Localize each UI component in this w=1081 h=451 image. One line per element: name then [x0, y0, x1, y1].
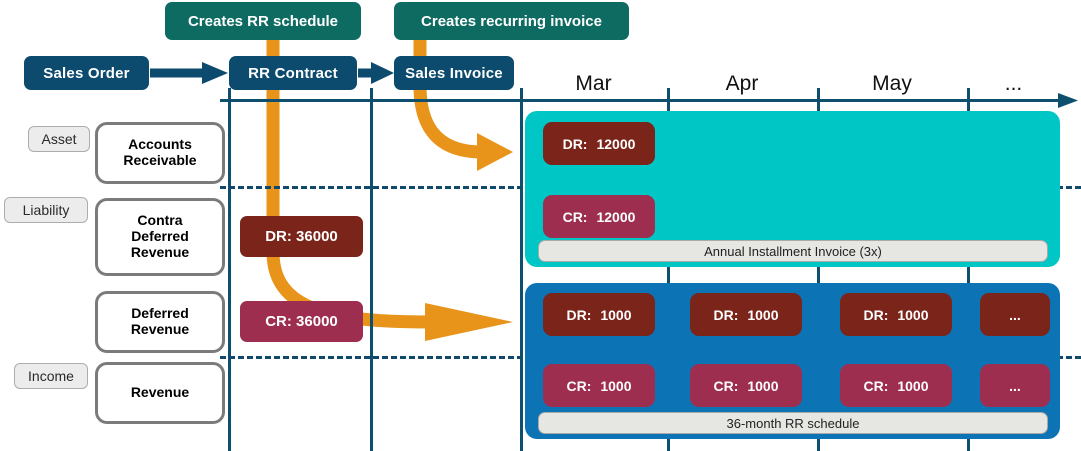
schedule-debit-value: ... — [1009, 306, 1021, 323]
schedule-panel-caption: 36-month RR schedule — [538, 412, 1048, 434]
account-label: Revenue — [130, 384, 190, 401]
month-label-mar: Mar — [520, 66, 667, 96]
schedule-credit-label: CR: — [713, 377, 739, 394]
account-box-revenue[interactable]: Revenue — [95, 362, 225, 424]
schedule-credit-label: CR: — [566, 377, 592, 394]
contract-debit-text: DR: 36000 — [265, 228, 338, 245]
schedule-debit-label: DR: — [713, 306, 739, 323]
contract-credit-text: CR: 36000 — [265, 313, 338, 330]
schedule-debit-value: 1000 — [747, 306, 779, 323]
account-label: Contra Deferred Revenue — [130, 212, 190, 260]
schedule-debit-label: DR: — [566, 306, 592, 323]
invoice-credit-chip-mar: CR: 12000 — [543, 195, 655, 238]
month-label-more: ... — [967, 66, 1060, 96]
flow-node-label: RR Contract — [248, 64, 338, 82]
flow-node-rr-contract[interactable]: RR Contract — [229, 56, 357, 90]
gridline-more-start — [967, 88, 970, 451]
schedule-credit-value: 1000 — [600, 377, 632, 394]
invoice-credit-label: CR: — [562, 208, 588, 225]
invoice-debit-value: 12000 — [596, 135, 636, 152]
gridline-may-start — [817, 88, 820, 451]
schedule-credit-chip-mar: CR: 1000 — [543, 364, 655, 407]
schedule-debit-chip-mar: DR: 1000 — [543, 293, 655, 336]
schedule-debit-value: 1000 — [897, 306, 929, 323]
flow-node-label: Sales Invoice — [405, 64, 503, 82]
gridline-contract — [228, 88, 231, 451]
category-label: Income — [28, 368, 74, 384]
schedule-credit-value: 1000 — [747, 377, 779, 394]
schedule-credit-chip-apr: CR: 1000 — [690, 364, 802, 407]
account-box-contra-deferred-revenue[interactable]: Contra Deferred Revenue — [95, 198, 225, 276]
contract-debit-chip: DR: 36000 — [240, 216, 363, 257]
invoice-caption-text: Annual Installment Invoice (3x) — [704, 243, 882, 259]
flow-node-sales-invoice[interactable]: Sales Invoice — [394, 56, 514, 90]
month-text: ... — [1004, 72, 1023, 95]
schedule-credit-chip-more: ... — [980, 364, 1050, 407]
schedule-debit-label: DR: — [863, 306, 889, 323]
callout-creates-rr-schedule: Creates RR schedule — [165, 2, 361, 40]
category-pill-asset: Asset — [28, 126, 90, 152]
invoice-panel-caption: Annual Installment Invoice (3x) — [538, 240, 1048, 262]
invoice-credit-value: 12000 — [596, 208, 636, 225]
schedule-credit-value: ... — [1009, 377, 1021, 394]
timeline-axis — [220, 99, 1060, 102]
month-label-may: May — [817, 66, 967, 96]
gridline-invoice — [370, 88, 373, 451]
month-text: Mar — [575, 72, 612, 95]
gridline-mar-start — [520, 88, 523, 451]
gridline-apr-start — [667, 88, 670, 451]
schedule-debit-chip-may: DR: 1000 — [840, 293, 952, 336]
contract-credit-chip: CR: 36000 — [240, 301, 363, 342]
flow-node-label: Sales Order — [43, 64, 130, 82]
invoice-debit-label: DR: — [562, 135, 588, 152]
month-label-apr: Apr — [667, 66, 817, 96]
callout-label: Creates RR schedule — [187, 12, 339, 30]
schedule-debit-value: 1000 — [600, 306, 632, 323]
invoice-debit-chip-mar: DR: 12000 — [543, 122, 655, 165]
category-pill-liability: Liability — [4, 197, 88, 223]
account-box-deferred-revenue[interactable]: Deferred Revenue — [95, 291, 225, 353]
category-label: Liability — [22, 202, 70, 218]
month-text: Apr — [725, 72, 759, 95]
account-label: Accounts Receivable — [123, 136, 197, 168]
callout-label: Creates recurring invoice — [421, 12, 602, 30]
category-label: Asset — [41, 131, 77, 147]
account-box-accounts-receivable[interactable]: Accounts Receivable — [95, 122, 225, 184]
category-pill-income: Income — [14, 363, 88, 389]
schedule-debit-chip-apr: DR: 1000 — [690, 293, 802, 336]
account-label: Deferred Revenue — [130, 305, 190, 337]
schedule-credit-chip-may: CR: 1000 — [840, 364, 952, 407]
schedule-credit-label: CR: — [863, 377, 889, 394]
schedule-credit-value: 1000 — [897, 377, 929, 394]
flow-node-sales-order[interactable]: Sales Order — [24, 56, 149, 90]
callout-creates-recurring-invoice: Creates recurring invoice — [394, 2, 629, 40]
schedule-debit-chip-more: ... — [980, 293, 1050, 336]
schedule-caption-text: 36-month RR schedule — [726, 415, 860, 431]
month-text: May — [872, 72, 912, 95]
